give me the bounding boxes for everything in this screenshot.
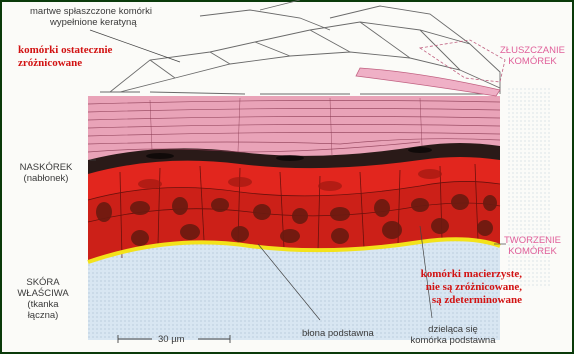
label-forming-cells: TWORZENIE KOMÓREK xyxy=(504,236,561,257)
side-dots xyxy=(506,88,550,288)
label-dividing-cell: dzieląca się komórka podstawna xyxy=(398,324,508,346)
label-epidermis: NASKÓREK (nabłonek) xyxy=(6,162,86,184)
label-differentiated-cells: komórki ostatecznie zróżnicowane xyxy=(18,44,112,70)
label-stem-cells: komórki macierzyste, nie są zróżnicowane… xyxy=(392,268,522,307)
peeling-cell xyxy=(356,68,500,96)
label-dermis: SKÓRA WŁAŚCIWA (tkanka łączna) xyxy=(8,277,78,321)
label-shedding: ZŁUSZCZANIE KOMÓREK xyxy=(500,46,565,67)
label-dead-cells: martwe spłaszczone komórki wypełnione ke… xyxy=(30,6,152,28)
label-basement-membrane: błona podstawna xyxy=(302,328,374,339)
scale-label: 30 µm xyxy=(158,334,185,345)
